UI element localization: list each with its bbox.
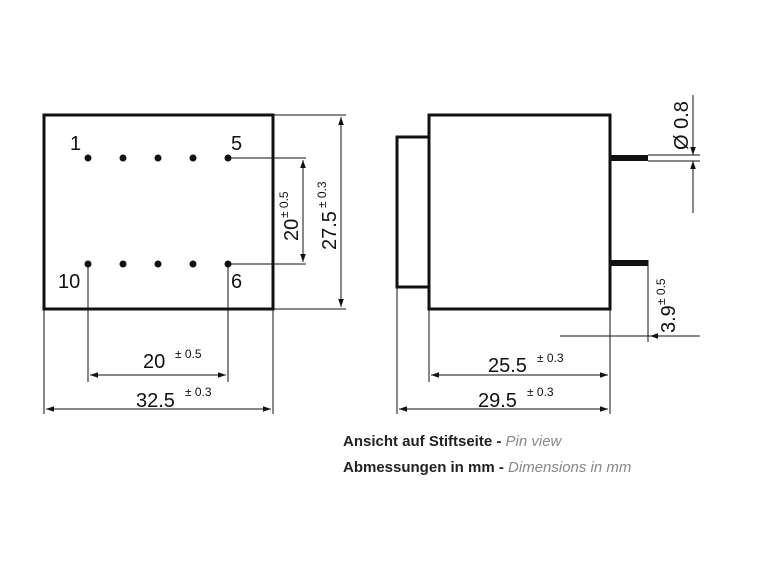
housing-outline-side [427, 113, 612, 311]
pin-dot [154, 260, 162, 268]
dim-total-depth-value: 29.5 [478, 390, 517, 412]
pin-view: 1 5 10 6 20 ± 0.5 32.5 ± 0.3 20 ± 0.5 [42, 113, 346, 414]
dim-pin-diameter: Ø 0.8 [671, 101, 693, 150]
pin-dot [189, 260, 197, 268]
dim-body-depth-tol: ± 0.3 [537, 351, 564, 365]
dim-pin-length-value: 3.9 [658, 305, 680, 333]
pin-lead-top [610, 155, 648, 161]
dim-pin-length-tol: ± 0.5 [654, 278, 668, 305]
dim-total-depth-tol: ± 0.3 [527, 385, 554, 399]
housing-flange [395, 135, 431, 289]
dim-height-tol: ± 0.3 [315, 181, 329, 208]
pin-lead-bottom [610, 260, 648, 266]
dim-row-spacing-tol: ± 0.5 [277, 191, 291, 218]
pin-row-bottom [84, 260, 232, 268]
pin-label-6: 6 [231, 271, 242, 293]
dim-pin-pitch-value: 20 [143, 351, 165, 373]
dim-body-depth-value: 25.5 [488, 355, 527, 377]
pin-label-10: 10 [58, 271, 80, 293]
caption-line-1: Ansicht auf Stiftseite - Pin view [343, 433, 563, 450]
pin-dot [154, 154, 162, 162]
pin-dot [84, 154, 92, 162]
pin-label-5: 5 [231, 133, 242, 155]
dim-width-tol: ± 0.3 [185, 385, 212, 399]
housing-outline-front [42, 113, 275, 311]
pin-dot [189, 154, 197, 162]
dim-height-value: 27.5 [319, 211, 341, 250]
pin-label-1: 1 [70, 133, 81, 155]
extension-lines [43, 114, 346, 414]
dim-pin-pitch-tol: ± 0.5 [175, 347, 202, 361]
dim-width-value: 32.5 [136, 390, 175, 412]
side-view: Ø 0.8 3.9 ± 0.5 25.5 ± 0.3 29.5 ± 0.3 [395, 95, 700, 414]
pin-dot [119, 260, 127, 268]
pin-dot [119, 154, 127, 162]
dim-row-spacing-value: 20 [281, 219, 303, 241]
pin-row-top [84, 154, 232, 162]
caption: Ansicht auf Stiftseite - Pin view Abmess… [343, 433, 631, 476]
caption-line-2: Abmessungen in mm - Dimensions in mm [343, 459, 631, 476]
